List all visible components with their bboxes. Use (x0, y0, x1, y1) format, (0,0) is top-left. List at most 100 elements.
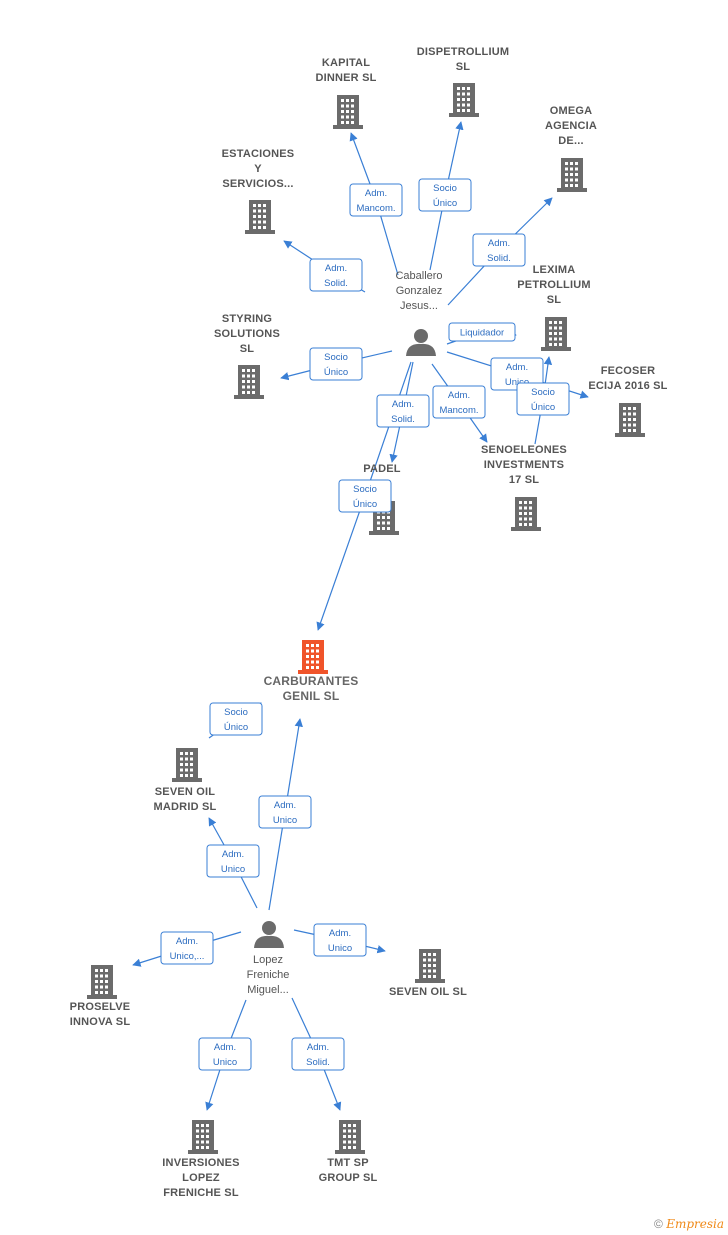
role-label-line: Adm. (222, 849, 244, 860)
node-label-line: DE... (558, 135, 583, 147)
node-label[interactable]: SEVEN OIL MADRID SL (154, 786, 217, 813)
company-node-sevenoilmadrid[interactable]: SEVEN OIL MADRID SL (154, 748, 217, 813)
building-icon[interactable] (557, 158, 587, 192)
building-icon[interactable] (333, 95, 363, 129)
role-badge[interactable]: Adm.Unico (198, 1037, 252, 1071)
role-badge[interactable]: Adm.Unico,... (160, 931, 214, 965)
role-label: Adm. Unico (221, 849, 245, 875)
node-label-line: DISPETROLLIUM (417, 46, 509, 58)
node-label-line: Caballero (395, 270, 442, 282)
building-icon[interactable] (449, 83, 479, 117)
node-label-line: MADRID SL (154, 801, 217, 813)
node-label-line: Freniche (247, 969, 290, 981)
node-label-line: Jesus... (400, 300, 438, 312)
node-label-line: 17 SL (509, 474, 539, 486)
building-icon[interactable] (615, 403, 645, 437)
role-label-line: Adm. (365, 188, 387, 199)
role-badge[interactable]: Adm.Solid. (376, 394, 430, 428)
role-label: Adm.Unico,... (170, 936, 205, 962)
role-label: Adm. Mancom. (356, 188, 395, 214)
node-label-line: INVERSIONES (162, 1157, 239, 1169)
role-label-line: Adm. (506, 362, 528, 373)
node-label-line: SEVEN OIL (155, 786, 216, 798)
role-label-line: Adm. (214, 1042, 236, 1053)
role-label-line: Adm. (325, 263, 347, 274)
node-label-line: SENOELEONES (481, 444, 567, 456)
node-label-line: SL (547, 294, 562, 306)
role-label-line: Unico (221, 864, 245, 875)
building-icon[interactable] (298, 640, 328, 674)
role-label-line: Solid. (306, 1057, 330, 1068)
role-label: Adm.Solid. (306, 1042, 330, 1068)
role-badge[interactable]: Adm. Unico (206, 844, 260, 878)
role-label-line: Mancom. (356, 203, 395, 214)
node-label-line: PADEL (363, 463, 401, 475)
role-label-line: Unico (328, 943, 352, 954)
node-label-line: CARBURANTES (264, 674, 359, 688)
node-label-line: STYRING (222, 313, 272, 325)
building-icon[interactable] (188, 1120, 218, 1154)
building-icon[interactable] (335, 1120, 365, 1154)
role-badge[interactable]: Adm.Mancom. (432, 385, 486, 419)
footer: © Empresia (654, 1217, 724, 1231)
role-badge[interactable]: Adm.Solid. (309, 258, 363, 292)
person-icon[interactable] (254, 921, 284, 948)
node-label-line: GENIL SL (283, 689, 340, 703)
node-label-line: FECOSER (601, 365, 656, 377)
role-badge[interactable]: Adm.Solid. (291, 1037, 345, 1071)
role-badge[interactable]: Liquidador (448, 322, 516, 342)
node-label[interactable]: SEVEN OIL SL (389, 986, 467, 998)
building-icon[interactable] (172, 748, 202, 782)
role-badge[interactable]: Adm. Mancom. (349, 183, 403, 217)
brand-logo[interactable]: Empresia (666, 1217, 724, 1231)
person-icon[interactable] (406, 329, 436, 356)
company-node-sevenoil[interactable]: SEVEN OIL SL (389, 949, 467, 998)
building-icon[interactable] (511, 497, 541, 531)
building-icon[interactable] (234, 365, 264, 399)
node-label-line: SEVEN OIL SL (389, 986, 467, 998)
building-icon[interactable] (245, 200, 275, 234)
building-icon[interactable] (415, 949, 445, 983)
role-label: Adm.Unico (213, 1042, 237, 1068)
role-badge[interactable]: Adm.Solid. (472, 233, 526, 267)
node-label-line: Miguel... (247, 984, 289, 996)
role-badge[interactable]: Adm.Unico (258, 795, 312, 829)
role-badge[interactable]: Adm.Unico (313, 923, 367, 957)
building-icon[interactable] (541, 317, 571, 351)
node-label-line: Gonzalez (396, 285, 442, 297)
building-icon[interactable] (87, 965, 117, 999)
